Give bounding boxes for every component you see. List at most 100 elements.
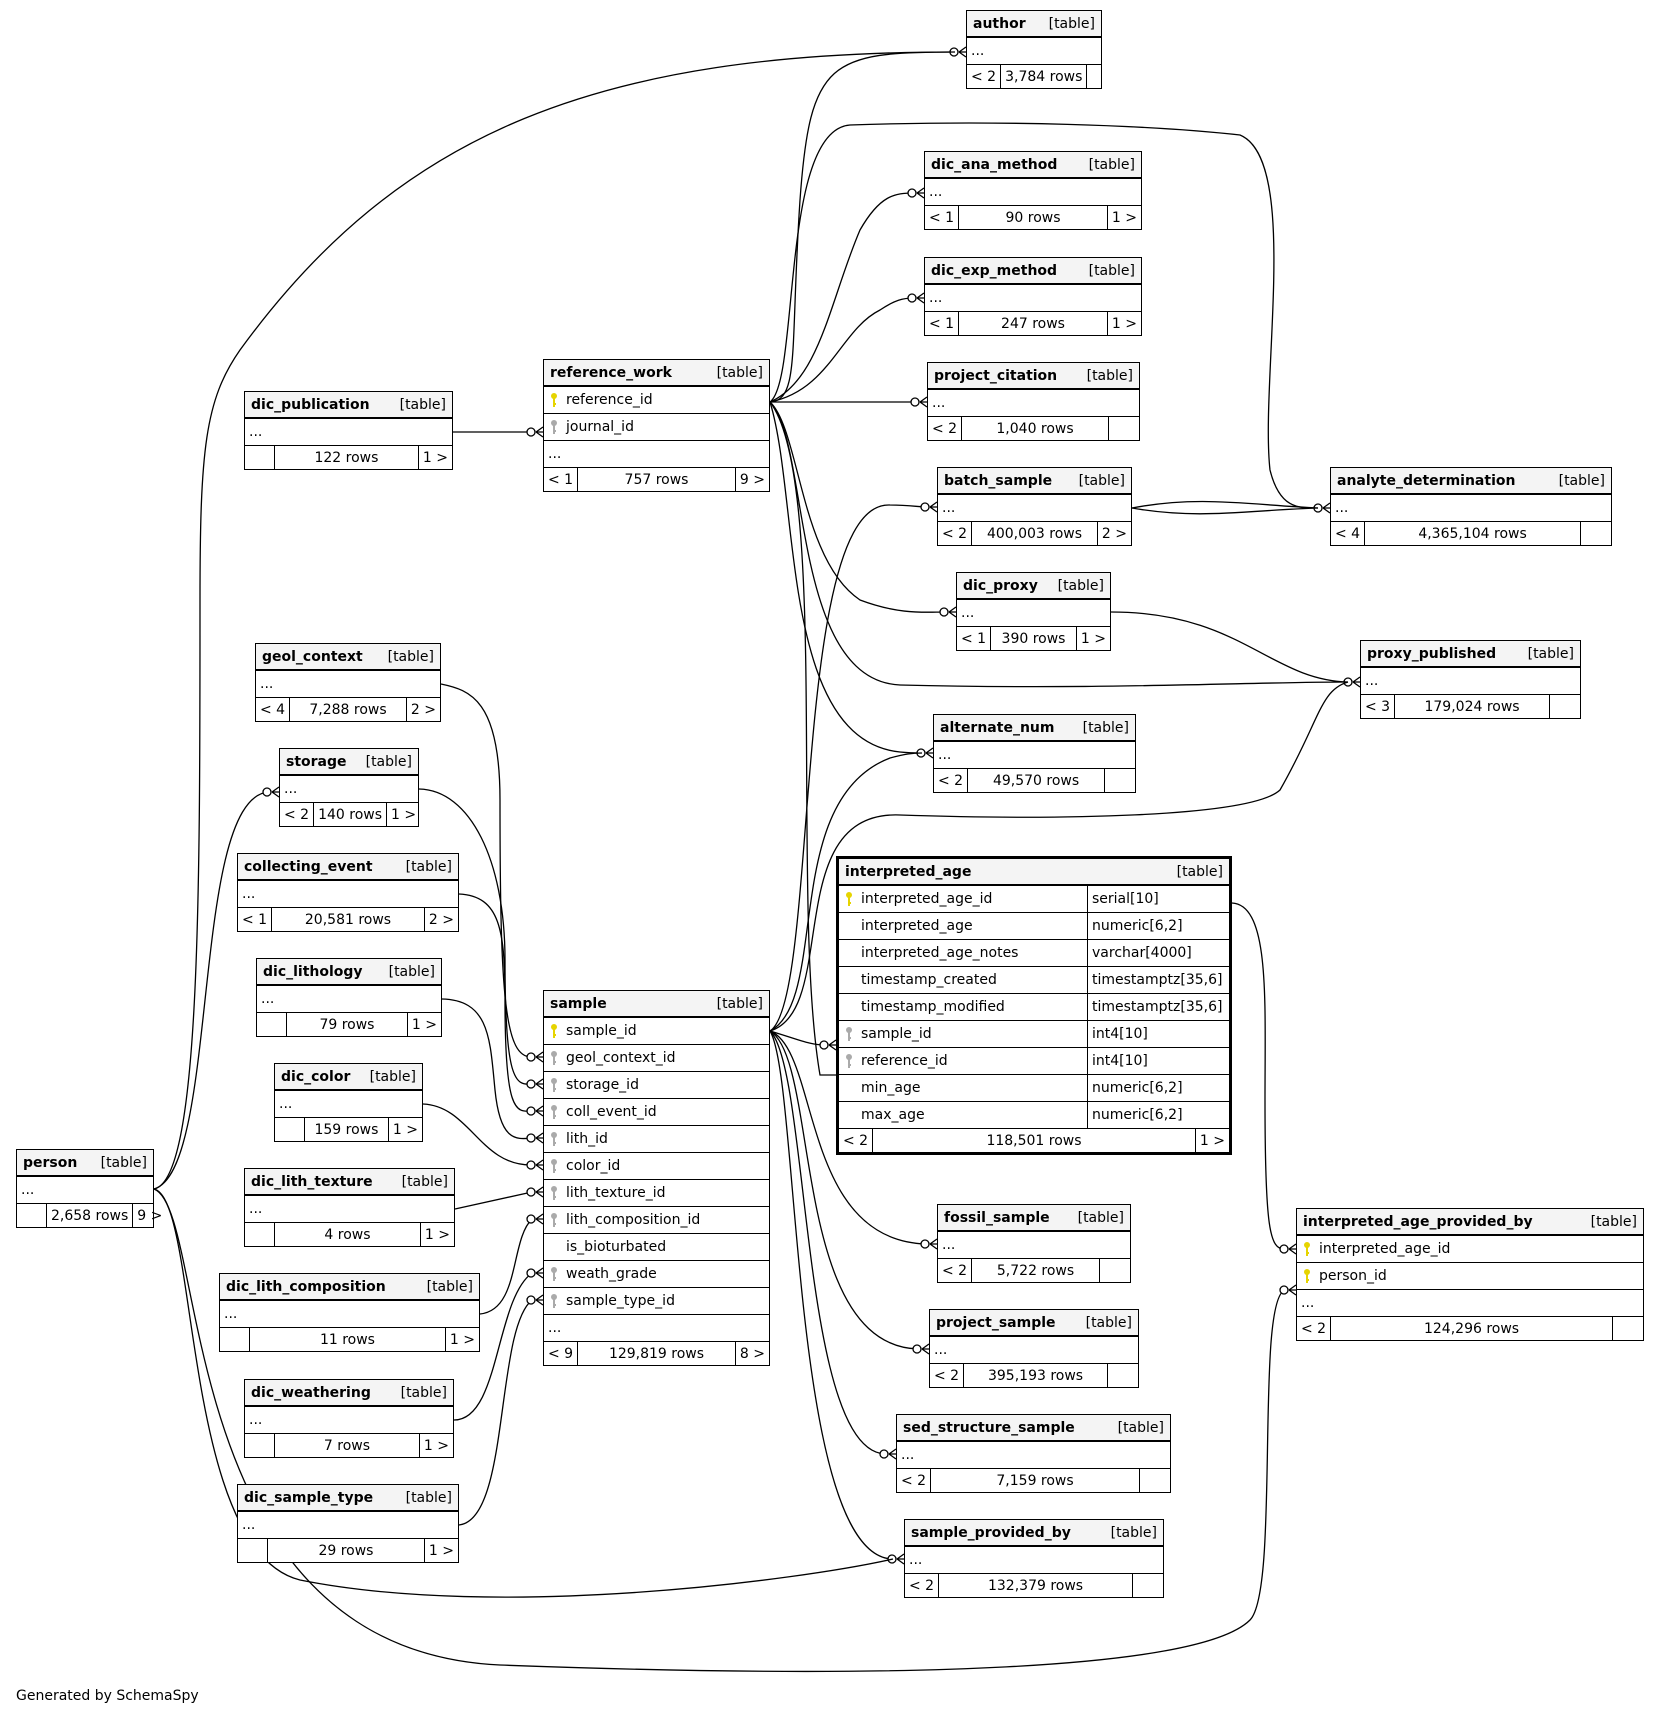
relationship-line: [458, 893, 533, 1112]
table-name: dic_color: [281, 1068, 351, 1085]
more-columns: ...: [928, 390, 1139, 417]
table-interpreted-age[interactable]: interpreted_age[table]interpreted_age_id…: [836, 856, 1232, 1155]
table-kind: [table]: [387, 648, 434, 665]
row-count: 122 rows: [275, 446, 419, 469]
table-header: collecting_event[table]: [238, 854, 458, 881]
more-columns: ...: [256, 671, 440, 698]
zero-or-many-marker: [907, 292, 925, 304]
relationship-line: [769, 51, 956, 403]
relationship-line: [769, 297, 915, 403]
table-header: interpreted_age_provided_by[table]: [1297, 1209, 1643, 1236]
relationship-line: [769, 1030, 894, 1560]
column-name: reference_id: [861, 1053, 948, 1069]
row-count: 247 rows: [959, 312, 1108, 335]
column-type: numeric[6,2]: [1087, 913, 1183, 939]
column-row: is_bioturbated: [544, 1234, 769, 1261]
table-name: alternate_num: [940, 719, 1055, 736]
zero-or-many-marker: [819, 1039, 837, 1051]
table-interpreted-age-provided-by[interactable]: interpreted_age_provided_by[table]interp…: [1296, 1208, 1644, 1341]
parents-count: < 1: [544, 468, 579, 491]
more-columns: ...: [967, 38, 1101, 65]
primary-key-icon: [551, 1024, 557, 1038]
foreign-key-icon: [846, 1027, 852, 1041]
more-columns: ...: [17, 1177, 153, 1204]
zero-or-many-marker: [526, 1132, 544, 1144]
column-type: timestamptz[35,6]: [1087, 967, 1222, 993]
relationship-line: [1131, 507, 1319, 515]
children-count: 1 >: [391, 806, 417, 823]
parents-count: [245, 446, 275, 469]
row-count: 1,040 rows: [962, 417, 1109, 440]
relationship-line: [769, 1030, 886, 1455]
key-slot: [839, 1026, 859, 1042]
relationship-line: [769, 401, 946, 613]
children-count: 2 >: [410, 701, 436, 718]
primary-key-icon: [551, 393, 557, 407]
column-row: journal_id: [544, 414, 769, 441]
column-name: interpreted_age: [861, 918, 973, 934]
zero-or-many-marker: [526, 1186, 544, 1198]
column-row: coll_event_id: [544, 1099, 769, 1126]
table-header: batch_sample[table]: [938, 468, 1131, 495]
table-header: geol_context[table]: [256, 644, 440, 671]
children-count: [1109, 417, 1139, 440]
row-count: 90 rows: [959, 206, 1108, 229]
key-slot: [839, 1053, 859, 1069]
table-header: fossil_sample[table]: [938, 1205, 1130, 1232]
table-header: dic_lith_composition[table]: [220, 1274, 479, 1301]
table-kind: [table]: [369, 1068, 416, 1085]
column-row: weath_grade: [544, 1261, 769, 1288]
column-name: sample_id: [566, 1023, 637, 1039]
more-columns: ...: [934, 742, 1135, 769]
children-count: 1 >: [411, 1016, 437, 1033]
zero-or-many-marker: [526, 1105, 544, 1117]
relationship-line: [1231, 902, 1286, 1250]
table-name: analyte_determination: [1337, 472, 1516, 489]
row-count: 20,581 rows: [272, 908, 425, 931]
zero-or-many-marker: [920, 1238, 938, 1250]
table-header: dic_weathering[table]: [245, 1380, 453, 1407]
zero-or-many-marker: [526, 1051, 544, 1063]
table-name: dic_proxy: [963, 577, 1038, 594]
foreign-key-icon: [551, 1159, 557, 1173]
more-columns: ...: [897, 1442, 1170, 1469]
foreign-key-icon: [846, 1054, 852, 1068]
parents-count: [245, 1434, 275, 1457]
parents-count: < 2: [967, 65, 1002, 88]
table-header: reference_work[table]: [544, 360, 769, 387]
zero-or-many-marker: [526, 1267, 544, 1279]
